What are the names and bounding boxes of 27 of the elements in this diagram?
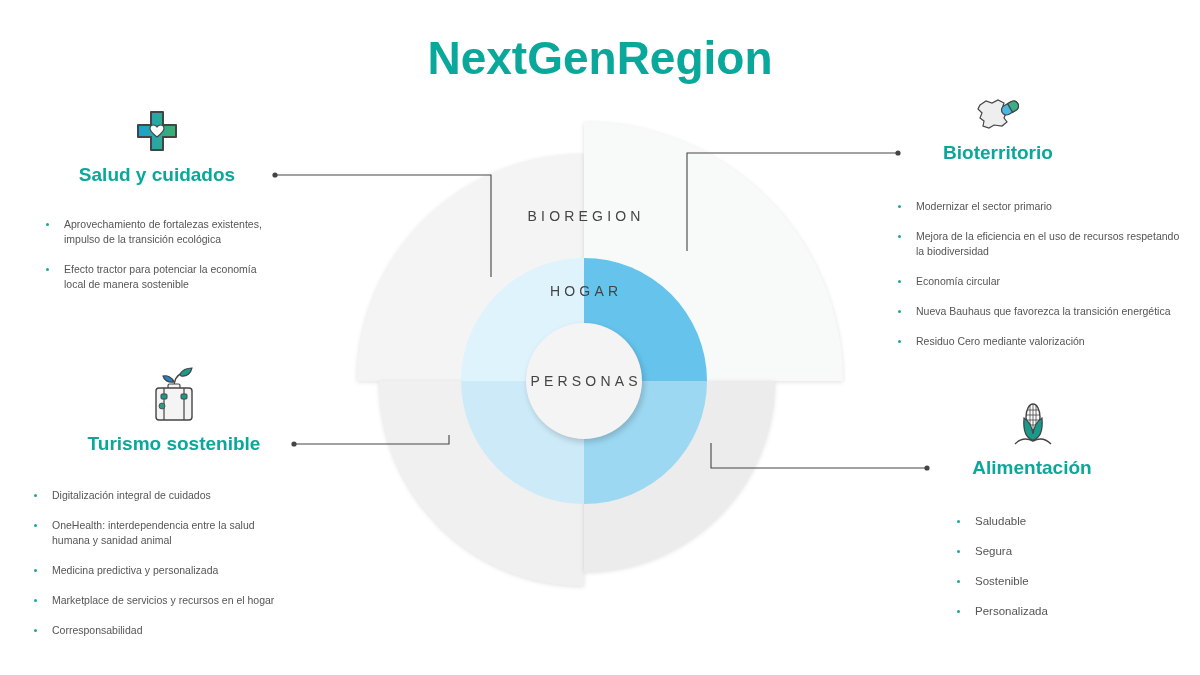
leader-line [291, 434, 450, 447]
bullet-text: Aprovechamiento de fortalezas existentes, impulso de la transición ecológica [64, 217, 263, 247]
bullet-text: OneHealth: interdependencia entre la salud humana y sanidad animal [52, 518, 256, 548]
bullet-text: Personalizada [975, 604, 1048, 619]
ring-label: BIOREGION [526, 207, 646, 226]
leader-line [686, 150, 901, 252]
topic-heading: Alimentación [972, 456, 1092, 480]
bullet-text: Efecto tractor para potenciar la economía local de manera sostenible [64, 262, 258, 292]
topic-heading: Turismo sostenible [87, 432, 261, 456]
topic-heading: Bioterritorio [943, 141, 1053, 165]
title: NextGenRegion [427, 31, 773, 86]
topic-heading: Salud y cuidados [78, 163, 236, 187]
bullet-text: Nueva Bauhaus que favorezca la transición energética [916, 304, 1171, 319]
bullet-text: Residuo Cero mediante valorización [916, 334, 1085, 349]
circle-label: PERSONAS [529, 371, 642, 391]
leader-line [710, 442, 930, 471]
bullet-text: Modernizar el sector primario [916, 199, 1052, 214]
bullet-text: Medicina predictiva y personalizada [52, 563, 219, 578]
bullet-text: Mejora de la eficiencia en el uso de recursos respetando la biodiversidad [916, 229, 1181, 259]
leader-line [272, 172, 492, 278]
bullet-text: Economía circular [916, 274, 1001, 289]
bullet-text: Segura [975, 544, 1013, 559]
bullet-text: Marketplace de servicios y recursos en el hogar [52, 593, 275, 608]
bullet-text: Digitalización integral de cuidados [52, 488, 211, 503]
bullet-text: Sostenible [975, 574, 1029, 589]
bullet-text: Corresponsabilidad [52, 623, 143, 638]
bullet-text: Saludable [975, 514, 1027, 529]
